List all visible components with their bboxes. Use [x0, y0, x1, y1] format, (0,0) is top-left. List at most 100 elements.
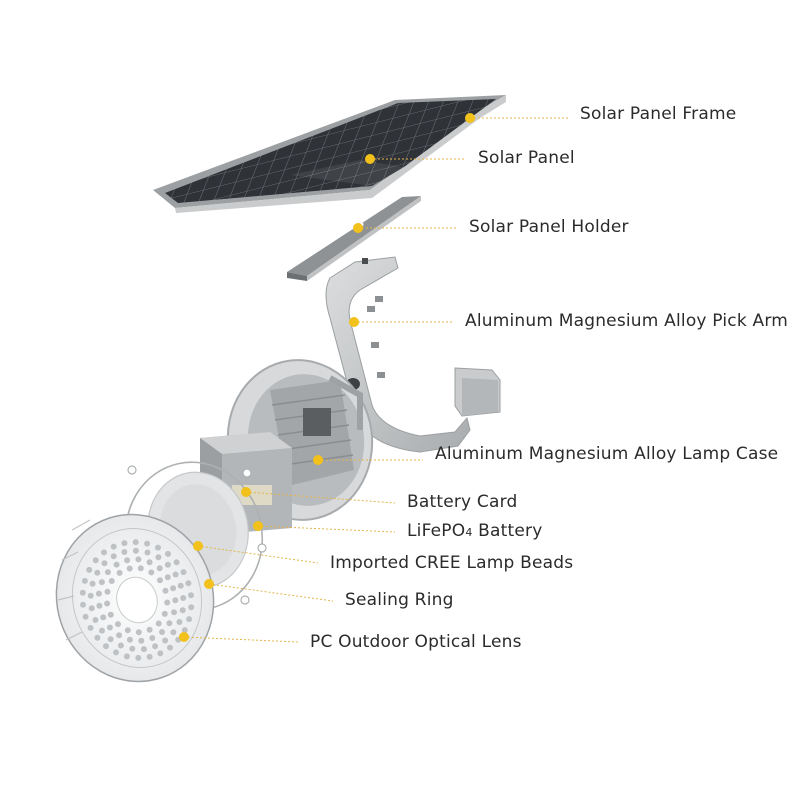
lens-dimple	[166, 620, 173, 627]
lens-dimple	[180, 569, 187, 576]
lens-dimple	[188, 604, 195, 611]
lens-dimple	[188, 592, 194, 599]
lens-dimple	[144, 549, 151, 556]
lens-dimple	[92, 557, 99, 564]
lens-dimple	[135, 556, 142, 563]
lens-dimple	[157, 577, 163, 584]
callout-dot-lifepo4-battery	[253, 521, 263, 531]
lens-dimple	[104, 588, 111, 595]
lens-dimple	[104, 600, 111, 607]
lens-dimple	[110, 553, 117, 560]
lens-dimple	[132, 539, 139, 546]
lens-dimple	[167, 644, 173, 651]
label-battery-card: Battery Card	[407, 492, 518, 512]
lens-dimple	[157, 650, 164, 657]
lens-dimple	[135, 654, 142, 661]
lens-dimple	[177, 582, 184, 589]
label-lifepo4-tail: Battery	[472, 521, 543, 541]
lens-dimple	[155, 620, 162, 627]
callout-dot-lamp-case	[313, 455, 323, 465]
lens-dimple	[164, 561, 171, 568]
lens-dimple	[123, 653, 130, 660]
label-cree-lamp-beads: Imported CREE Lamp Beads	[330, 553, 574, 573]
lens-dimple	[80, 601, 86, 608]
lens-dimple	[132, 547, 139, 554]
solar-panel-group	[153, 95, 506, 213]
lens-dimple	[124, 557, 131, 564]
lens-dimple	[146, 653, 153, 660]
lens-dimple	[89, 580, 96, 587]
lens-dimple	[104, 569, 111, 576]
lens-dimple	[81, 577, 88, 584]
callout-dot-cree-lamp-beads	[193, 541, 203, 551]
lens-dimple	[101, 549, 107, 556]
leader-line-cree-lamp-beads	[197, 545, 319, 564]
lens-dimple	[115, 621, 121, 628]
lens-dimple	[181, 627, 188, 634]
lens-dimple	[86, 566, 93, 573]
lens-dimple	[101, 560, 108, 567]
lens-dimple	[87, 592, 94, 599]
lens-dimple	[124, 627, 131, 634]
callout-dot-battery-card	[241, 487, 251, 497]
lens-dimple	[135, 629, 142, 636]
lens-dimple	[94, 634, 101, 641]
callout-dot-sealing-ring	[204, 579, 214, 589]
lens-dimple	[110, 543, 117, 550]
lens-dimple	[148, 569, 155, 576]
callout-dot-pick-arm	[349, 317, 359, 327]
lens-dimple	[186, 616, 193, 623]
leader-lines	[183, 117, 568, 643]
label-solar-panel-holder: Solar Panel Holder	[469, 217, 629, 237]
callout-dot-solar-panel	[365, 154, 375, 164]
solar-panel-cells	[165, 99, 496, 203]
lens-dimple	[140, 646, 147, 653]
label-lifepo4-main: LiFePO	[407, 521, 466, 541]
lens-dimple	[165, 550, 171, 557]
lens-dimple	[172, 571, 179, 578]
lens-dimple	[96, 602, 103, 609]
lens-dimple	[159, 629, 165, 635]
lens-dimple	[88, 605, 95, 612]
lens-dimple	[87, 624, 94, 631]
leader-line-lifepo4-battery	[257, 525, 396, 533]
lens-dimple	[176, 619, 183, 625]
label-solar-panel: Solar Panel	[478, 148, 575, 168]
lens-dimple	[164, 574, 171, 581]
label-pick-arm: Aluminum Magnesium Alloy Pick Arm	[465, 311, 788, 331]
lens-dimple	[171, 609, 177, 616]
lens-dimple	[180, 595, 187, 601]
lens-dimple	[164, 599, 171, 606]
lens-dimple	[152, 643, 159, 650]
lens-dimple	[121, 540, 128, 547]
lens-dimple	[107, 636, 114, 643]
lens-dimple	[129, 645, 136, 652]
lens-dimple	[156, 565, 163, 572]
lens-dimple	[146, 626, 153, 633]
label-lamp-case: Aluminum Magnesium Alloy Lamp Case	[435, 444, 779, 464]
callout-dots	[179, 113, 475, 642]
lens-dimple	[170, 585, 177, 592]
lens-dimple	[94, 569, 101, 576]
lens-dimple	[113, 561, 120, 568]
lens-dimple	[116, 569, 123, 576]
lens-dimple	[146, 559, 153, 566]
leader-line-optical-lens	[183, 636, 299, 643]
callout-dot-solar-panel-frame	[465, 113, 475, 123]
lens-dimple	[162, 637, 169, 644]
lens-dimple	[82, 613, 89, 620]
lens-dimple	[113, 649, 119, 656]
lens-dimple	[173, 559, 180, 566]
label-sealing-ring: Sealing Ring	[345, 590, 454, 610]
solar-panel-holder-part	[287, 196, 421, 281]
lens-dimple	[179, 607, 186, 614]
label-solar-panel-frame: Solar Panel Frame	[580, 104, 737, 124]
solar-panel-glare	[290, 160, 404, 186]
lens-dimple	[155, 544, 161, 551]
bolt-icon	[367, 296, 385, 378]
lens-dimple	[100, 614, 107, 621]
lens-dimple	[98, 579, 105, 586]
callout-dot-solar-panel-holder	[353, 223, 363, 233]
